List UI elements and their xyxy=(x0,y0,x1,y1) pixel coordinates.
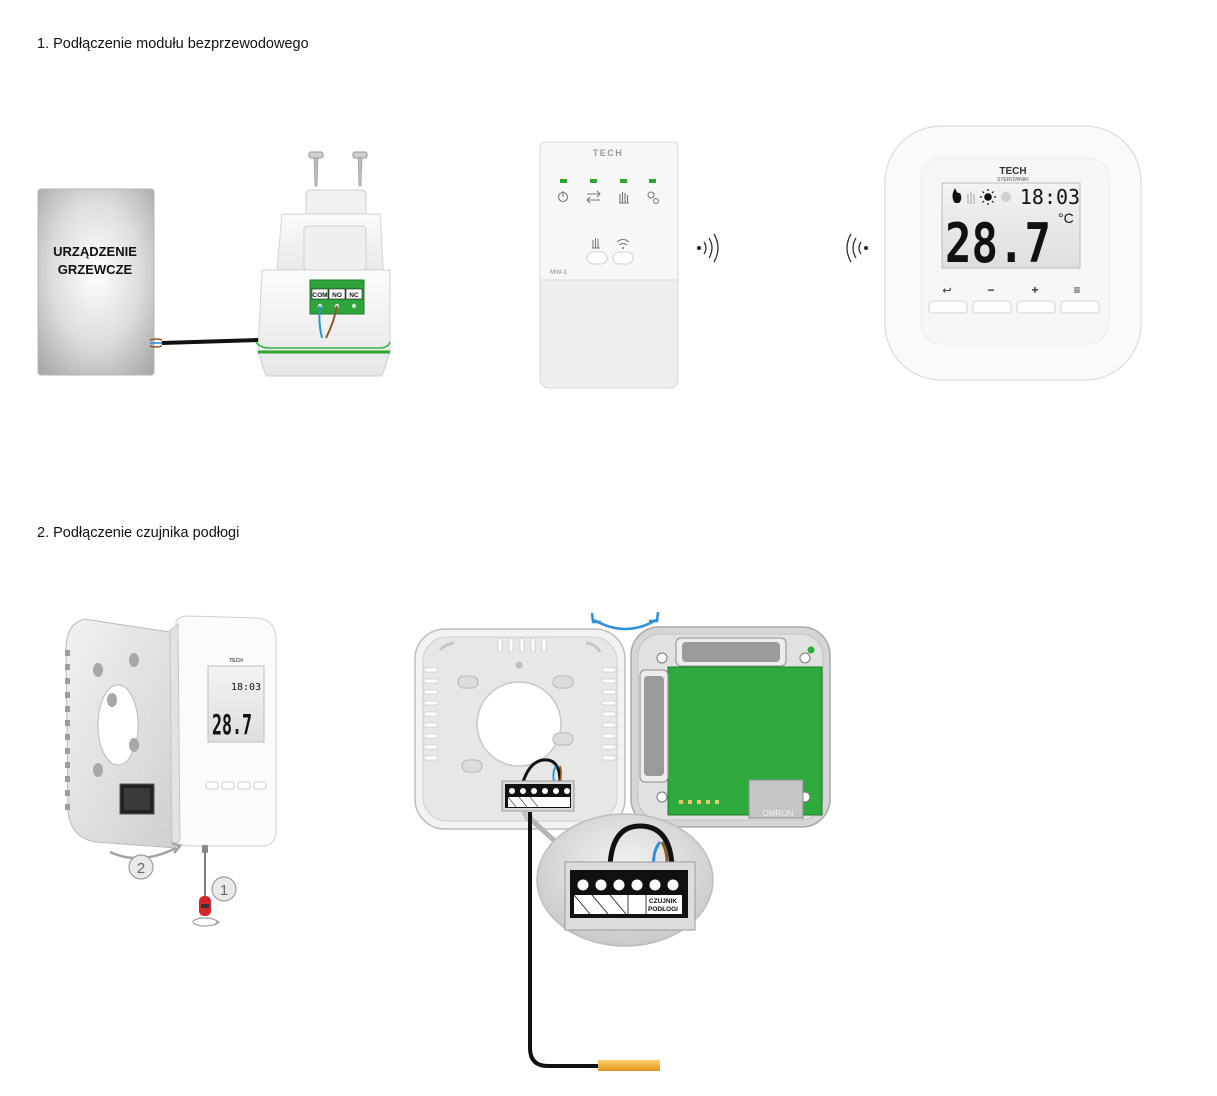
step1-heading: 1. Podłączenie modułu bezprzewodowego xyxy=(37,36,309,52)
screw-icon xyxy=(308,151,324,187)
relay-module: TECH xyxy=(539,141,679,389)
menu-button[interactable] xyxy=(1060,300,1100,314)
thermostat-brand-sub: STEROWNIKI xyxy=(997,177,1029,183)
hand-icon xyxy=(619,192,629,204)
wireless-signal-icon xyxy=(696,233,719,263)
floor-sensor-tip xyxy=(598,1060,660,1071)
step-badge-2-label: 2 xyxy=(137,860,145,877)
terminal-zoom-callout: CZUJNIK PODŁOGI xyxy=(536,813,714,947)
small-plus-button[interactable] xyxy=(237,781,251,790)
receiver-module: COM NO NC xyxy=(255,151,391,377)
sun-icon xyxy=(980,189,996,205)
relay-label: OMRON xyxy=(763,809,794,818)
minus-button-label: − xyxy=(987,283,994,297)
floor-sensor-cable xyxy=(528,812,600,1068)
moon-icon xyxy=(1001,192,1011,202)
led-link xyxy=(590,179,597,183)
pairing-button[interactable] xyxy=(612,239,634,265)
step-badge-1-label: 1 xyxy=(220,882,228,899)
sensor-label-line2: PODŁOGI xyxy=(648,906,678,913)
gears-icon xyxy=(647,191,659,204)
wifi-icon xyxy=(616,239,630,249)
hand-icon xyxy=(592,238,600,249)
step2-heading: 2. Podłączenie czujnika podłogi xyxy=(37,525,240,541)
small-minus-button[interactable] xyxy=(221,781,235,790)
thermostat-time: 18:03 xyxy=(1020,185,1080,209)
led-power xyxy=(560,179,567,183)
menu-button-label: ≡ xyxy=(1073,283,1080,297)
opened-thermostat: TECH 18:03 28.7 xyxy=(65,615,277,849)
manual-button[interactable] xyxy=(586,238,608,265)
thermostat-temperature: 28.7 xyxy=(945,212,1051,275)
small-back-button[interactable] xyxy=(205,781,219,790)
small-thermostat-temperature: 28.7 xyxy=(212,708,252,741)
relay-brand: TECH xyxy=(593,148,624,158)
sensor-label-line1: CZUJNIK xyxy=(649,898,677,905)
flame-icon xyxy=(952,188,962,203)
step-badge-2: 2 xyxy=(128,854,154,880)
lcd-display: 18:03 28.7 °C xyxy=(941,182,1081,275)
heating-device-label-line2: GRZEWCZE xyxy=(58,262,133,277)
thermostat-pcb: OMRON xyxy=(630,626,831,828)
screwdriver-icon xyxy=(192,845,221,927)
thermostat-brand: TECH xyxy=(999,166,1026,177)
mounting-plate xyxy=(414,628,626,830)
plus-button[interactable] xyxy=(1016,300,1056,314)
minus-button[interactable] xyxy=(972,300,1012,314)
led-manual xyxy=(620,179,627,183)
hand-icon xyxy=(967,192,975,204)
small-menu-button[interactable] xyxy=(253,781,267,790)
small-thermostat-brand: TECH xyxy=(229,658,243,664)
thermostat-unit: °C xyxy=(1058,210,1074,226)
led-settings xyxy=(649,179,656,183)
back-button-label: ↩ xyxy=(942,285,951,297)
small-thermostat-time: 18:03 xyxy=(231,682,261,693)
back-button[interactable] xyxy=(928,300,968,314)
swap-arrow-icon xyxy=(590,611,660,631)
plus-button-label: + xyxy=(1031,283,1038,297)
terminal-nc-label: NC xyxy=(349,292,359,299)
relay-model: MW-1 xyxy=(550,269,568,276)
screw-icon xyxy=(352,151,368,187)
terminal-no-label: NO xyxy=(332,292,342,299)
heating-device-label-line1: URZĄDZENIE xyxy=(53,244,137,259)
heating-device: URZĄDZENIE GRZEWCZE xyxy=(37,188,163,376)
power-icon xyxy=(557,191,569,203)
step-badge-1: 1 xyxy=(211,876,237,902)
room-thermostat: TECH STEROWNIKI 18:03 28.7 xyxy=(884,125,1142,381)
terminal-com-label: COM xyxy=(312,292,327,299)
wireless-signal-icon xyxy=(846,233,869,263)
transfer-arrows-icon xyxy=(586,190,601,204)
